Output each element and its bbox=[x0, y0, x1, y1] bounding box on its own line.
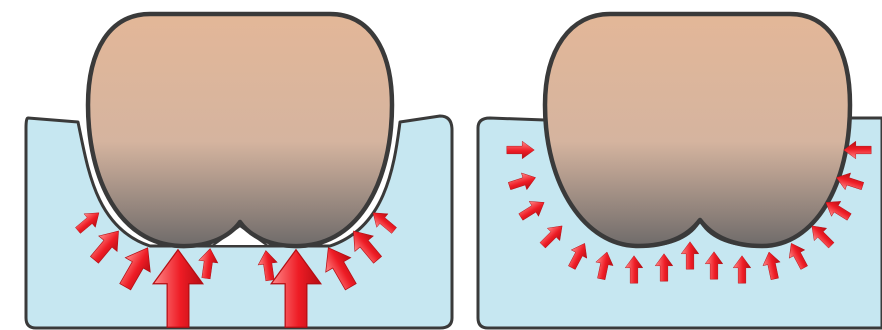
panel-uneven-support bbox=[26, 14, 452, 328]
panel-even-support bbox=[478, 14, 882, 328]
body-shape-left bbox=[88, 14, 392, 246]
body-shape-right bbox=[545, 14, 850, 246]
